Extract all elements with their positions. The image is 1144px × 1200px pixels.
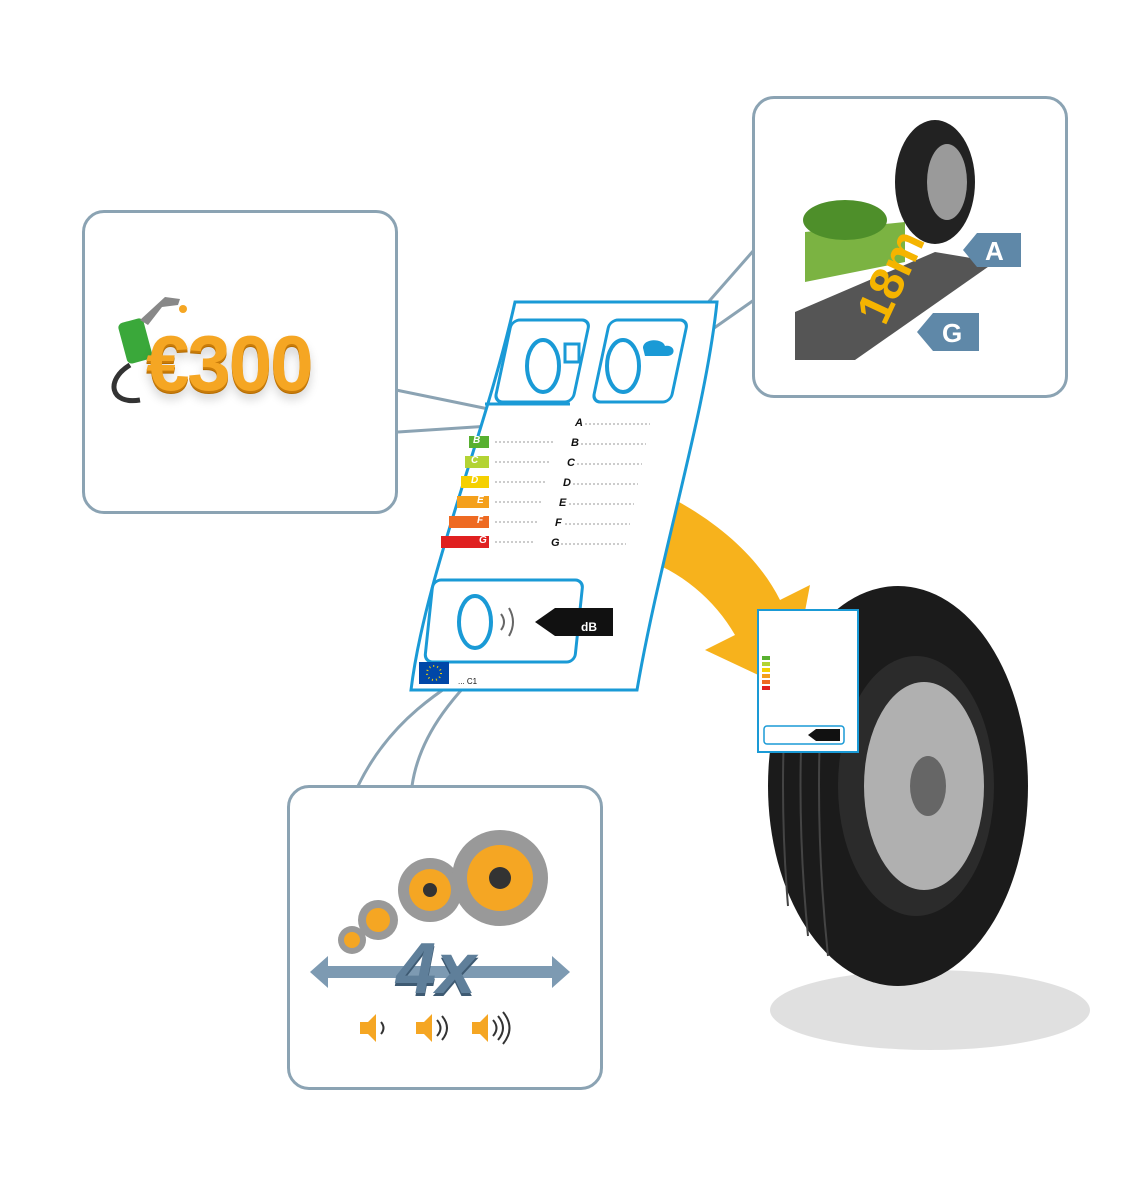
- grade-a-arrow: [963, 233, 1021, 267]
- wet-grade-e: E: [559, 497, 567, 509]
- eu-tyre-label: [409, 300, 719, 692]
- speakers-icon: [338, 830, 548, 954]
- label-footer: ... C1: [458, 677, 478, 686]
- eff-grade-c: C: [471, 455, 479, 466]
- eff-grade-f: F: [477, 515, 484, 526]
- grade-g-arrow: [917, 313, 979, 351]
- wet-grade-c: C: [567, 457, 575, 469]
- eff-grade-e: E: [477, 495, 484, 506]
- wet-grade-f: F: [555, 517, 562, 529]
- fuel-savings-amount: €300: [146, 319, 314, 407]
- fuel-icon: [563, 342, 581, 364]
- noise-multiplier: 4x: [396, 929, 477, 1009]
- tyre-shadow: [770, 970, 1090, 1050]
- wet-grip-scene: 18m: [795, 120, 995, 360]
- wet-grade-b: B: [571, 437, 579, 449]
- wet-grade-a: A: [575, 417, 583, 429]
- eff-grade-g: G: [479, 535, 487, 546]
- tyre-wet-icon: [605, 338, 641, 394]
- volume-icons: [360, 1011, 511, 1045]
- eu-flag-icon: [419, 662, 449, 684]
- eff-grade-b: B: [473, 435, 481, 446]
- wet-grade-d: D: [563, 477, 571, 489]
- tyre-image: [757, 586, 1028, 986]
- eff-grade-d: D: [471, 475, 479, 486]
- tyre-efficiency-icon: [525, 338, 561, 394]
- db-arrow: [535, 608, 613, 636]
- mini-eu-label: [757, 609, 859, 753]
- grade-g-label: G: [942, 318, 963, 348]
- wet-grade-g: G: [551, 537, 560, 549]
- tyre-noise-icon: [457, 594, 493, 650]
- sound-waves-icon: [500, 607, 514, 637]
- rain-cloud-icon: [643, 340, 674, 356]
- fuel-pump-icon: [111, 297, 187, 404]
- double-arrow-icon: [310, 956, 570, 988]
- noise-unit: dB: [581, 620, 597, 634]
- grade-a-label: A: [985, 236, 1004, 266]
